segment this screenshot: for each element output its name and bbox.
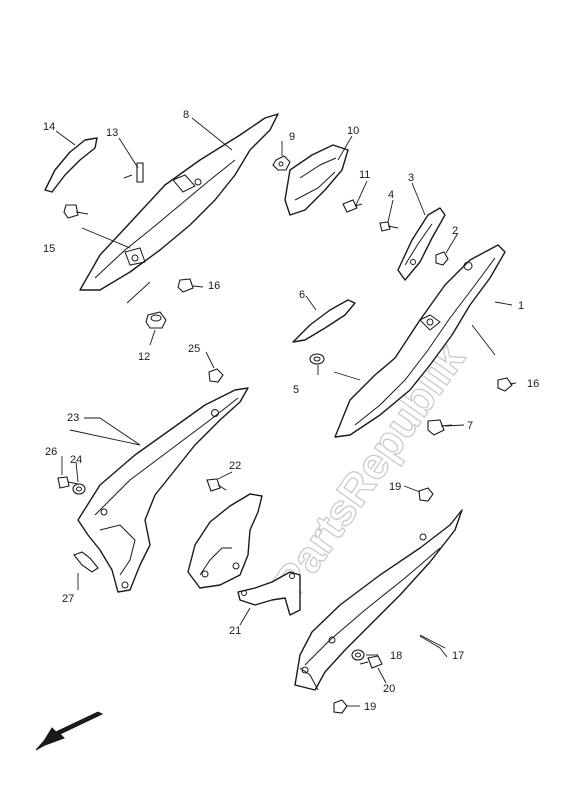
- callout-8: 8: [183, 109, 189, 121]
- part-10-bracket-plate: [284, 144, 349, 216]
- part-20-bolt: [359, 655, 383, 669]
- part-14-trim-strip: [44, 137, 98, 193]
- part-4-screw: [379, 221, 399, 232]
- part-27-clip: [73, 551, 99, 573]
- callout-15: 15: [43, 243, 55, 255]
- callout-17: 17: [452, 650, 464, 662]
- callout-22: 22: [229, 460, 241, 472]
- callout-12: 12: [138, 351, 150, 363]
- callout-23: 23: [67, 412, 79, 424]
- front-direction-arrow-icon: [35, 711, 104, 751]
- part-17-lower-right-cover: [294, 509, 463, 691]
- callout-4: 4: [388, 189, 394, 201]
- part-11-screw: [342, 199, 363, 213]
- part-17-bracket-line: [419, 635, 448, 658]
- callout-20: 20: [383, 683, 395, 695]
- callout-24: 24: [70, 454, 82, 466]
- part-21-inner-panel: [187, 493, 301, 616]
- callout-27: 27: [62, 593, 74, 605]
- part-23-lower-left-cover: [77, 387, 249, 593]
- callout-9: 9: [289, 131, 295, 143]
- callout-10: 10: [347, 125, 359, 137]
- callout-5: 5: [293, 384, 299, 396]
- leader-lines: [55, 117, 517, 707]
- part-13-clip: [123, 162, 144, 183]
- part-1-right-side-cover: [334, 244, 506, 438]
- part-16-grommet-right: [497, 377, 513, 392]
- part-19-nut-upper: [418, 487, 434, 502]
- callout-1: 1: [518, 300, 524, 312]
- part-5-grommet: [309, 353, 325, 365]
- part-8-upper-side-cover: [79, 113, 279, 291]
- part-2-nut: [435, 251, 449, 266]
- part-23-bracket-line: [84, 417, 141, 446]
- callout-labels: 1 2 3 4 5 6 7 8 9 10 11 12 13 14 15 16 1…: [43, 109, 539, 713]
- part-7-bolt: [427, 419, 453, 436]
- part-22-bolt: [206, 478, 227, 492]
- callout-18: 18: [390, 650, 402, 662]
- callout-19-upper: 19: [389, 481, 401, 493]
- part-15-bolt: [63, 204, 89, 219]
- part-24-collar: [72, 483, 86, 495]
- part-3-small-bracket: [397, 207, 446, 281]
- part-18-collar: [351, 649, 365, 661]
- callout-21: 21: [229, 625, 241, 637]
- part-26-bolt: [57, 476, 79, 489]
- part-6-trim-strip: [292, 299, 356, 343]
- callout-25: 25: [188, 343, 200, 355]
- callout-19-lower: 19: [364, 701, 376, 713]
- watermark-text: PartsRepublik: [265, 335, 475, 606]
- part-9-nut: [272, 155, 291, 171]
- part-16-grommet-left: [177, 278, 194, 293]
- callout-14: 14: [43, 121, 55, 133]
- callout-26: 26: [45, 446, 57, 458]
- part-19-nut-lower: [333, 699, 348, 714]
- callout-3: 3: [408, 172, 414, 184]
- callout-7: 7: [467, 420, 473, 432]
- callout-16-left: 16: [208, 280, 220, 292]
- callout-2: 2: [452, 225, 458, 237]
- callout-6: 6: [299, 289, 305, 301]
- callout-13: 13: [106, 127, 118, 139]
- part-25-nut: [208, 368, 224, 383]
- callout-11: 11: [359, 169, 370, 181]
- part-12-collar: [145, 311, 167, 329]
- callout-16-right: 16: [527, 378, 539, 390]
